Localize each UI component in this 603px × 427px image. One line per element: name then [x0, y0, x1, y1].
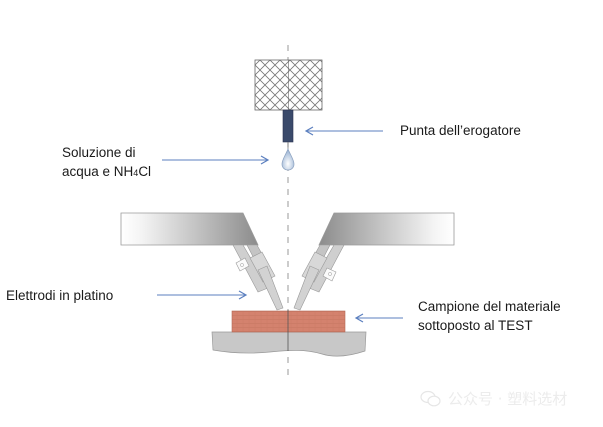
material-sample	[231, 310, 346, 333]
specimen-base	[211, 331, 367, 357]
watermark: 公众号 · 塑料选材	[420, 388, 567, 409]
left-electrode-holder	[120, 212, 284, 311]
label-electrodes: Elettrodi in platino	[6, 288, 114, 303]
solution-droplet	[281, 148, 295, 171]
right-electrode-holder	[293, 212, 455, 311]
label-solution-line2-sub: 4	[133, 168, 139, 178]
wechat-icon	[420, 390, 441, 406]
dispenser-nozzle	[282, 109, 294, 143]
label-solution-line2: acqua e NH4Cl	[62, 162, 151, 183]
label-dispenser-tip: Punta dell’erogatore	[400, 123, 521, 138]
label-sample: Campione del materiale sottoposto al TES…	[418, 297, 561, 335]
label-solution: Soluzione di acqua e NH4Cl	[62, 143, 151, 183]
dispenser-head	[254, 59, 323, 111]
label-solution-line1: Soluzione di	[62, 145, 136, 160]
label-solution-line2-prefix: acqua e NH	[62, 164, 134, 179]
label-sample-line1: Campione del materiale	[418, 299, 561, 314]
label-sample-line2: sottoposto al TEST	[418, 318, 533, 333]
watermark-text: 公众号 · 塑料选材	[448, 390, 568, 408]
label-solution-line2-suffix: Cl	[138, 164, 152, 179]
